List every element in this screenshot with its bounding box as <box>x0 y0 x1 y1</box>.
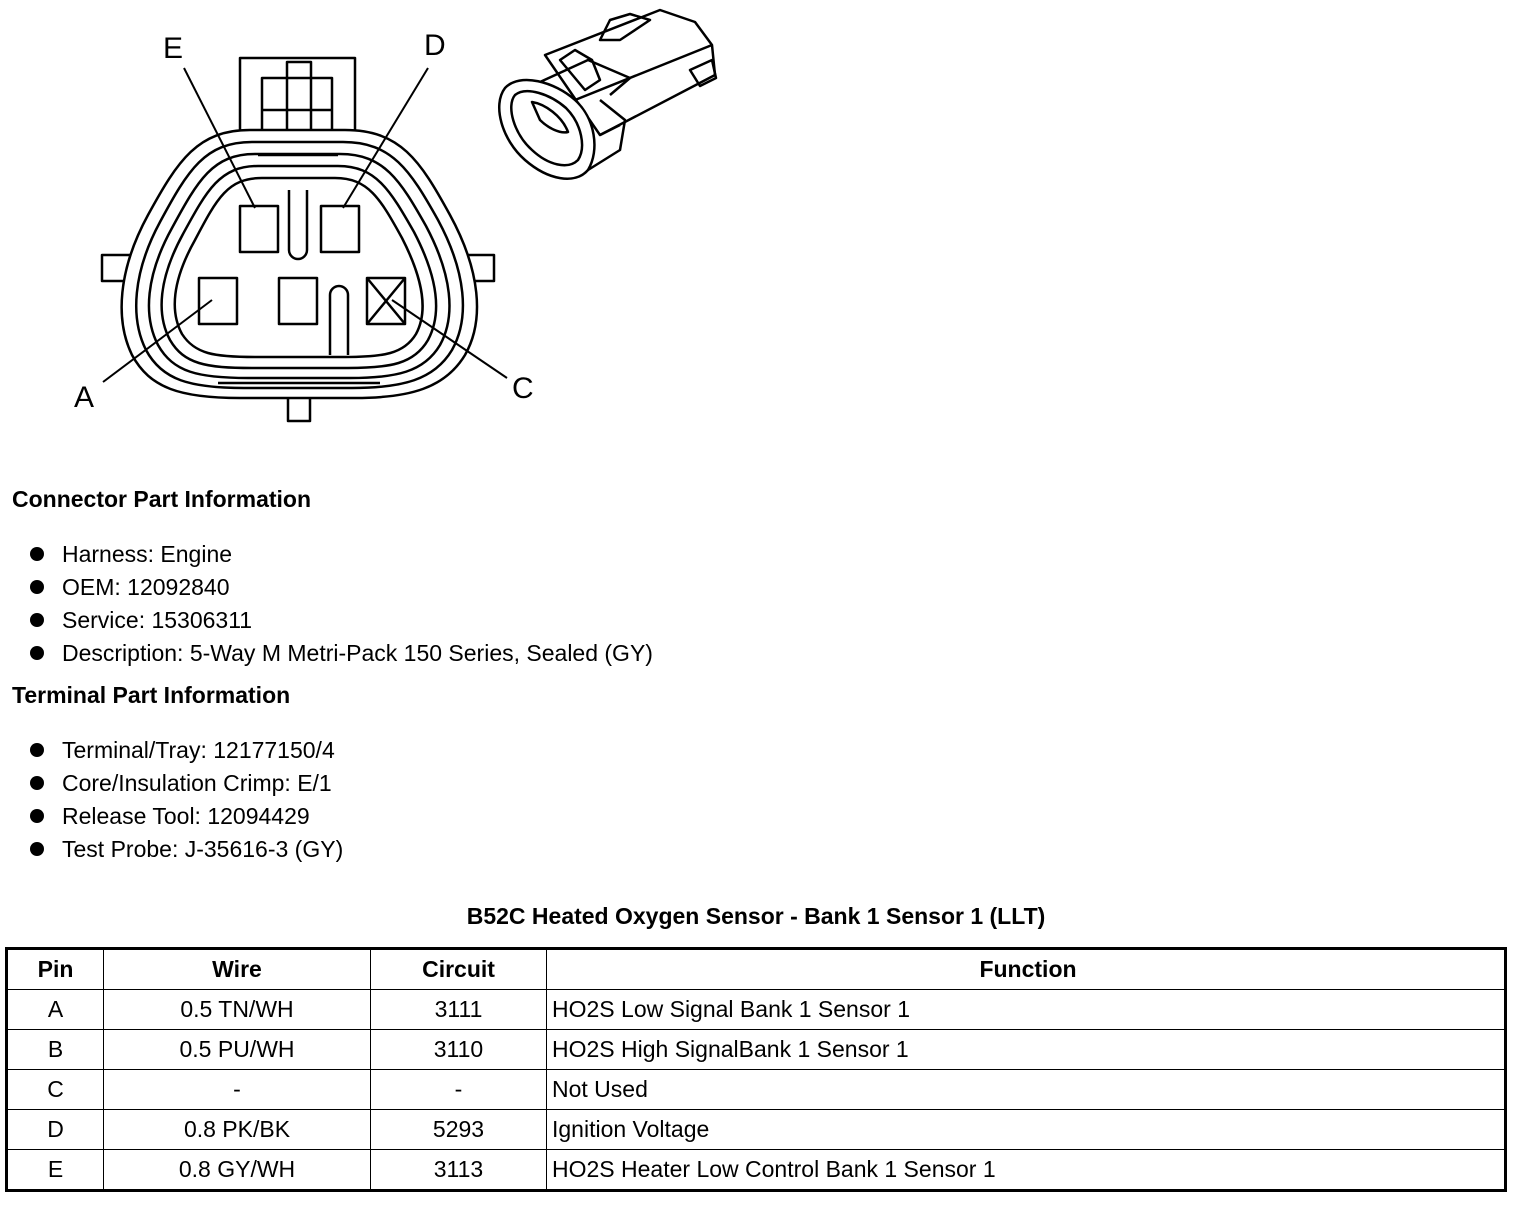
cavity-a <box>197 276 239 326</box>
cell-circuit: - <box>370 1069 547 1110</box>
table-row: B 0.5 PU/WH 3110 HO2S High SignalBank 1 … <box>6 1029 1506 1070</box>
table-row: D 0.8 PK/BK 5293 Ignition Voltage <box>6 1109 1506 1150</box>
cell-pin: B <box>6 1029 104 1070</box>
pin-label-d: D <box>424 29 446 62</box>
cell-function: HO2S High SignalBank 1 Sensor 1 <box>546 1029 1506 1070</box>
table-row: A 0.5 TN/WH 3111 HO2S Low Signal Bank 1 … <box>6 989 1506 1030</box>
cell-circuit: 3111 <box>370 989 547 1030</box>
cell-function: Ignition Voltage <box>546 1109 1506 1150</box>
cell-circuit: 3113 <box>370 1149 547 1191</box>
terminal-info-item: Test Probe: J-35616-3 (GY) <box>28 833 343 866</box>
pin-label-a: A <box>74 381 94 414</box>
column-header-function: Function <box>546 948 1506 990</box>
cavity-e <box>238 204 280 254</box>
cavity-c <box>365 276 407 326</box>
connector-info-item: Description: 5-Way M Metri-Pack 150 Seri… <box>28 637 653 670</box>
cell-pin: C <box>6 1069 104 1110</box>
column-header-pin: Pin <box>6 948 104 990</box>
cell-wire: 0.8 GY/WH <box>103 1149 371 1191</box>
terminal-info-item: Terminal/Tray: 12177150/4 <box>28 734 343 767</box>
cell-pin: D <box>6 1109 104 1150</box>
cell-pin: A <box>6 989 104 1030</box>
cell-circuit: 3110 <box>370 1029 547 1070</box>
connector-3d-view <box>497 8 718 180</box>
connector-diagram: E D A C <box>74 8 718 423</box>
connector-info-item: Service: 15306311 <box>28 604 653 637</box>
connector-info-list: Harness: Engine OEM: 12092840 Service: 1… <box>28 538 653 670</box>
table-row: C - - Not Used <box>6 1069 1506 1110</box>
table-row: E 0.8 GY/WH 3113 HO2S Heater Low Control… <box>6 1149 1506 1191</box>
cell-function: Not Used <box>546 1069 1506 1110</box>
terminal-info-item: Release Tool: 12094429 <box>28 800 343 833</box>
connector-info-item: OEM: 12092840 <box>28 571 653 604</box>
pin-label-e: E <box>163 32 183 65</box>
table-title: B52C Heated Oxygen Sensor - Bank 1 Senso… <box>466 903 1046 929</box>
connector-info-item: Harness: Engine <box>28 538 653 571</box>
table-header-row: Pin Wire Circuit Function <box>6 948 1506 990</box>
connector-housing <box>120 128 479 400</box>
cell-wire: 0.5 PU/WH <box>103 1029 371 1070</box>
cell-wire: - <box>103 1069 371 1110</box>
cell-circuit: 5293 <box>370 1109 547 1150</box>
cell-function: HO2S Low Signal Bank 1 Sensor 1 <box>546 989 1506 1030</box>
column-header-circuit: Circuit <box>370 948 547 990</box>
leader-lines <box>102 67 508 383</box>
cell-function: HO2S Heater Low Control Bank 1 Sensor 1 <box>546 1149 1506 1191</box>
cavity-b <box>277 276 319 326</box>
cell-wire: 0.5 TN/WH <box>103 989 371 1030</box>
terminal-info-list: Terminal/Tray: 12177150/4 Core/Insulatio… <box>28 734 343 866</box>
pin-label-c: C <box>512 372 534 405</box>
cell-wire: 0.8 PK/BK <box>103 1109 371 1150</box>
cell-pin: E <box>6 1149 104 1191</box>
pinout-table: Pin Wire Circuit Function A 0.5 TN/WH 31… <box>5 947 1507 1192</box>
terminal-info-item: Core/Insulation Crimp: E/1 <box>28 767 343 800</box>
column-header-wire: Wire <box>103 948 371 990</box>
cavity-d <box>319 204 361 254</box>
terminal-info-heading: Terminal Part Information <box>12 682 291 708</box>
connector-info-heading: Connector Part Information <box>12 486 312 512</box>
